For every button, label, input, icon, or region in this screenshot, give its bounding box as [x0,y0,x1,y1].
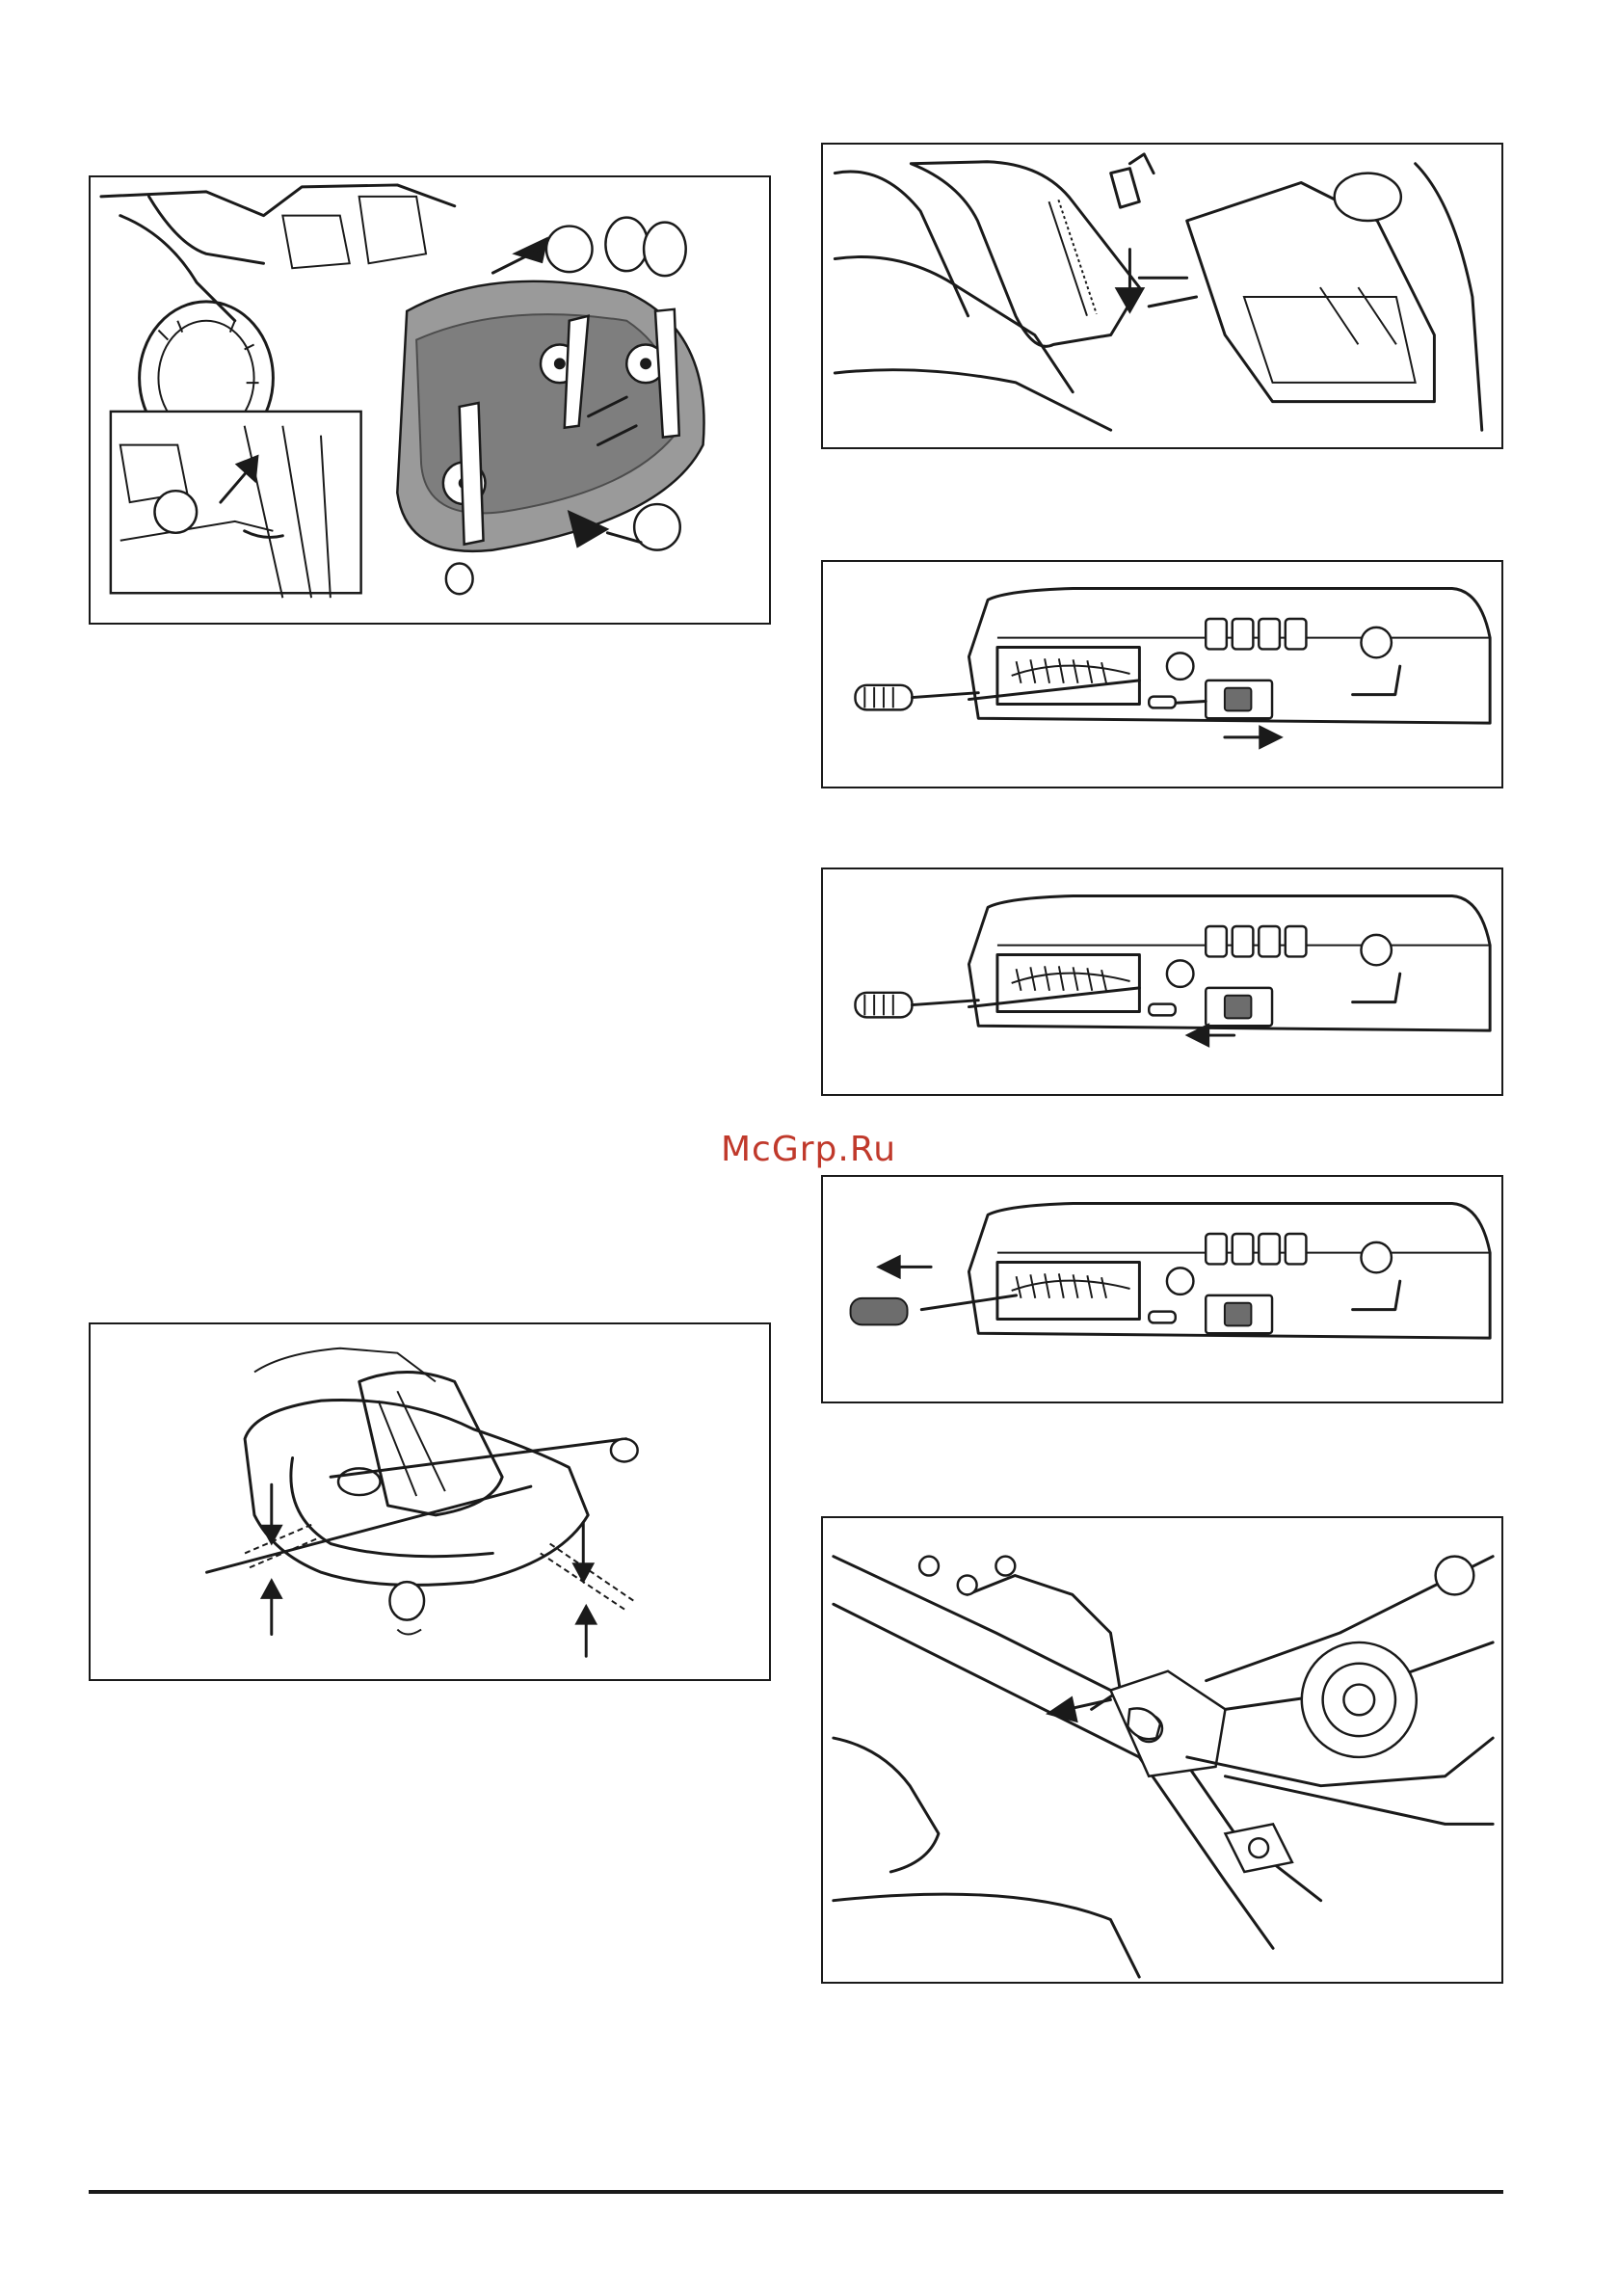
control-panel-icon [823,869,1501,1094]
deck-leveling-icon [91,1324,769,1679]
mower-deck-icon [91,177,769,623]
figure-control-panel-lever-out [821,1175,1503,1403]
linkage-pin-icon [823,1518,1501,1982]
figure-deck-height-adjust [89,1322,771,1681]
watermark: McGrp.Ru [721,1130,896,1169]
lift-lever-icon [823,145,1501,447]
footer-rule [89,2190,1503,2194]
figure-deck-linkage-pin [821,1516,1503,1984]
figure-mower-deck-removal [89,175,771,625]
control-panel-icon [823,1177,1501,1402]
figure-control-panel-lever-left [821,868,1503,1096]
figure-lift-lever-detail [821,143,1503,449]
control-panel-icon [823,562,1501,787]
figure-control-panel-lever-right [821,560,1503,788]
